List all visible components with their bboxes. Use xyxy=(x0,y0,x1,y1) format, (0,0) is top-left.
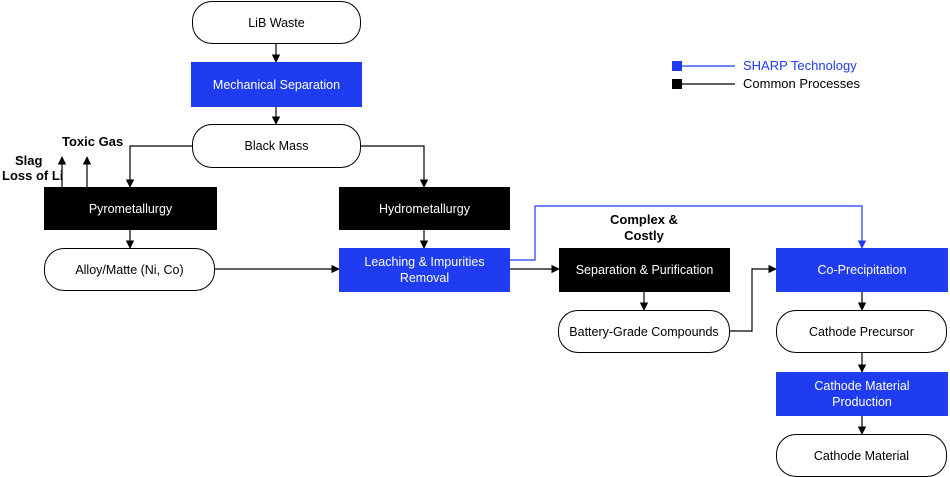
node-alloy-matte: Alloy/Matte (Ni, Co) xyxy=(44,248,215,291)
node-hydrometallurgy: Hydrometallurgy xyxy=(339,187,510,230)
node-black-mass: Black Mass xyxy=(192,124,361,168)
edge-sharp-leaching-to-coprecip xyxy=(510,205,867,261)
legend-common-label: Common Processes xyxy=(743,76,861,91)
annotation-slag: Slag xyxy=(15,153,43,168)
node-cathode-precursor: Cathode Precursor xyxy=(776,310,947,353)
node-mechanical-separation: Mechanical Separation xyxy=(191,62,362,107)
legend-common-swatch xyxy=(672,79,682,89)
annotation-complex-costly: Complex & Costly xyxy=(610,212,678,243)
node-leaching-impurities-removal: Leaching & Impurities Removal xyxy=(339,248,510,292)
node-pyrometallurgy: Pyrometallurgy xyxy=(44,187,217,230)
annotation-toxic-gas: Toxic Gas xyxy=(62,134,124,149)
node-separation-purification: Separation & Purification xyxy=(559,248,730,292)
annotation-loss-of-li: Loss of Li xyxy=(2,168,64,183)
edge-blackmass-to-pyro xyxy=(125,145,192,188)
node-lib-waste: LiB Waste xyxy=(192,1,361,44)
legend-sharp-swatch xyxy=(672,61,682,71)
legend-sharp-label: SHARP Technology xyxy=(743,58,857,73)
node-cathode-material-production: Cathode Material Production xyxy=(776,372,948,416)
node-cathode-material: Cathode Material xyxy=(776,434,947,477)
edge-battery-to-coprecip xyxy=(730,264,777,332)
edge-blackmass-to-hydro xyxy=(360,145,429,188)
node-co-precipitation: Co-Precipitation xyxy=(776,248,948,292)
node-battery-grade-compounds: Battery-Grade Compounds xyxy=(558,310,730,353)
